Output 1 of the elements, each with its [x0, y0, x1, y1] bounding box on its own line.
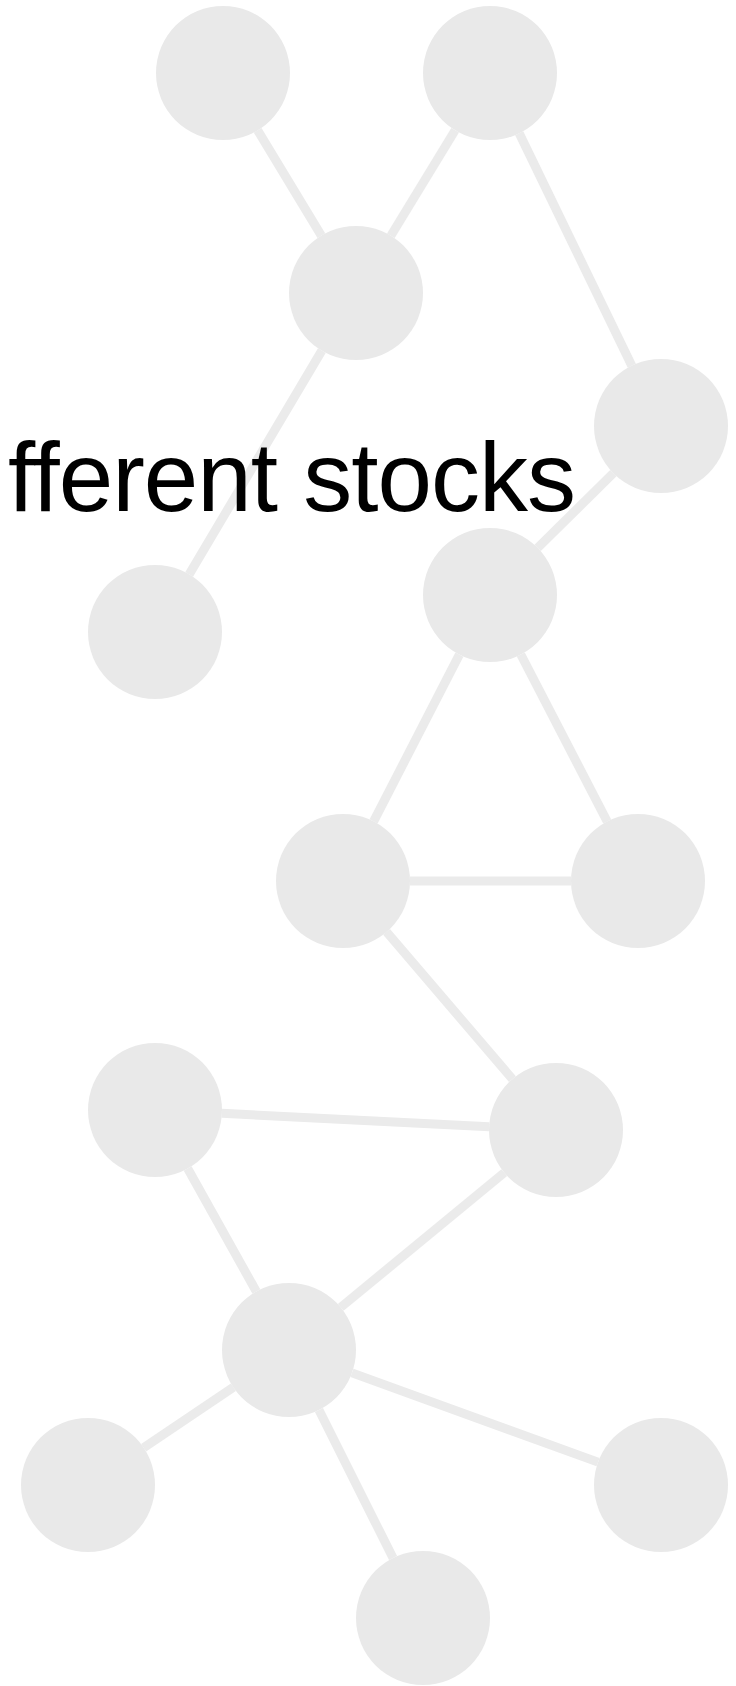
heading-text: fferent stocks — [8, 428, 575, 526]
